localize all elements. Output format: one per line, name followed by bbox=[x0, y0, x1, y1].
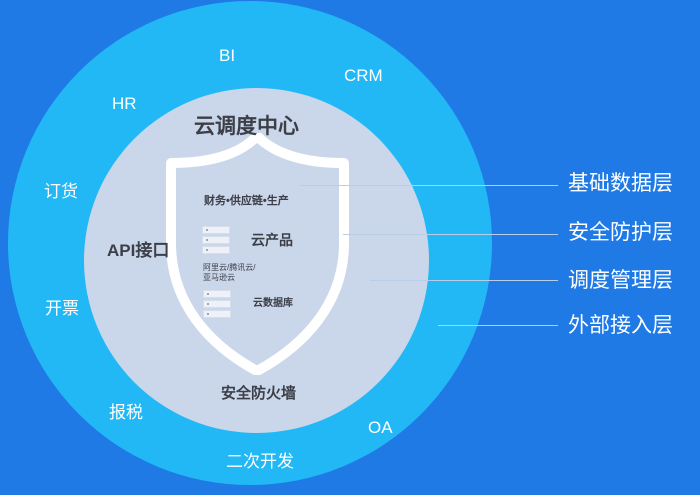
label-firewall: 安全防火墙 bbox=[221, 385, 297, 402]
label-dinghuo: 订货 bbox=[44, 182, 78, 201]
leader-line-basic-data bbox=[300, 185, 558, 186]
shield-icon bbox=[166, 133, 349, 375]
label-finance-supply-production: 财务•供应链•生产 bbox=[204, 195, 289, 207]
label-api: API接口 bbox=[107, 241, 170, 260]
label-oa: OA bbox=[368, 418, 393, 437]
label-erci-kaifa: 二次开发 bbox=[226, 452, 294, 471]
inner-circle bbox=[84, 88, 429, 433]
label-cloud-product: 云产品 bbox=[251, 232, 293, 248]
label-cloud-vendors-line1: 阿里云/腾讯云/ bbox=[203, 263, 256, 272]
label-baoshui: 报税 bbox=[109, 403, 143, 422]
leader-line-security bbox=[343, 234, 558, 235]
label-crm: CRM bbox=[344, 66, 383, 85]
leader-line-access bbox=[438, 325, 558, 326]
layer-security: 安全防护层 bbox=[568, 221, 673, 244]
label-cloud-vendors-line2: 亚马逊云 bbox=[203, 273, 235, 282]
label-cloud-database: 云数据库 bbox=[253, 298, 293, 309]
leader-line-scheduling bbox=[370, 280, 558, 281]
layer-external-access: 外部接入层 bbox=[568, 314, 673, 337]
title-cloud-dispatch-center: 云调度中心 bbox=[194, 115, 299, 138]
layer-scheduling: 调度管理层 bbox=[568, 269, 673, 292]
layer-basic-data: 基础数据层 bbox=[568, 172, 673, 195]
label-kaipiao: 开票 bbox=[45, 299, 79, 318]
label-bi: BI bbox=[219, 46, 236, 65]
label-hr: HR bbox=[112, 94, 137, 113]
